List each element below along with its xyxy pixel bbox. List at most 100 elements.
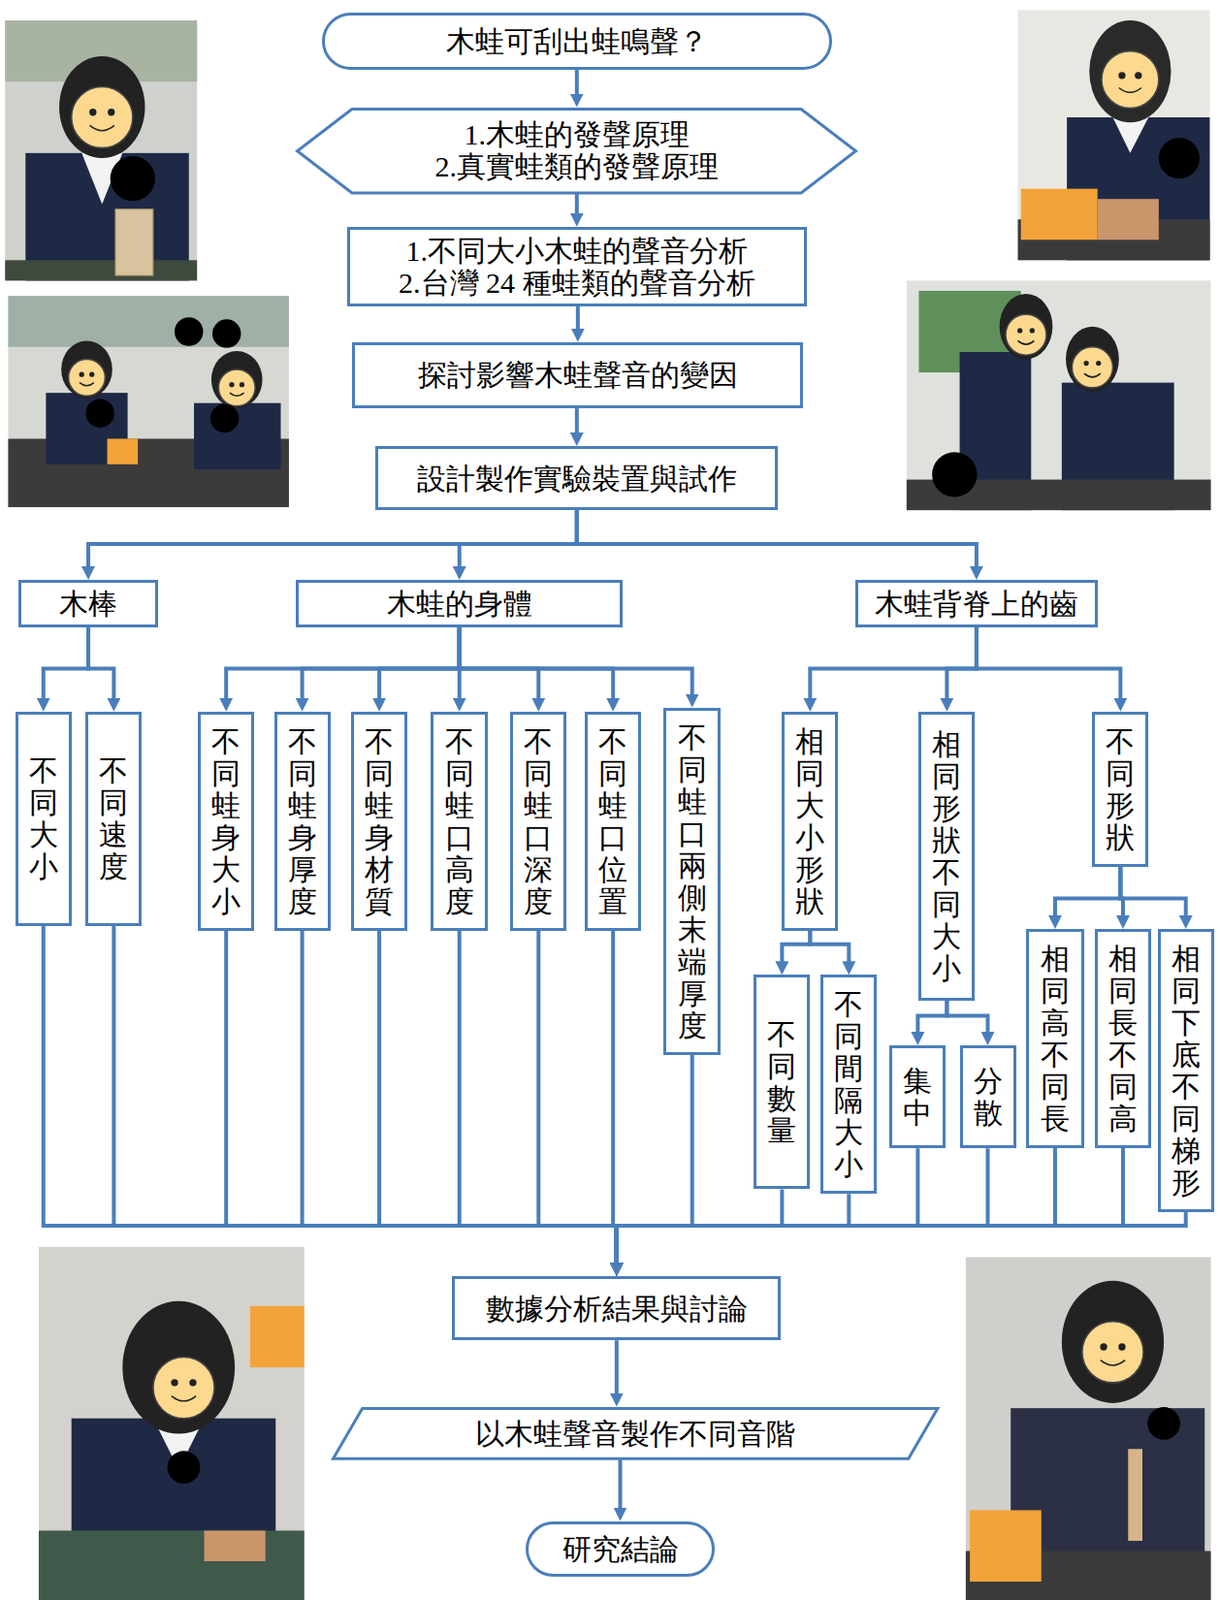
connector <box>225 931 617 1269</box>
connector <box>113 926 616 1269</box>
node-text: 木蛙可刮出蛙鳴聲？ <box>446 25 708 58</box>
photo-face <box>71 86 133 148</box>
photo-mask <box>931 451 977 497</box>
photo-box <box>969 1509 1042 1582</box>
photo-face <box>1101 51 1159 109</box>
photo-face <box>1071 347 1113 388</box>
photo-eye <box>189 1379 196 1386</box>
terminator: 研究結論 <box>525 1521 715 1578</box>
connector <box>225 627 460 705</box>
photo-stick <box>1127 1448 1143 1542</box>
photo-smile <box>1084 373 1101 378</box>
connector <box>43 627 89 705</box>
photo-eye <box>79 372 85 378</box>
photo-smile <box>1100 1360 1125 1366</box>
photo-hair <box>1061 1281 1164 1404</box>
connector <box>917 1000 947 1038</box>
node-text: 數據分析結果與討論 <box>485 1292 748 1325</box>
node-text: 不同速度 <box>98 754 129 883</box>
connector <box>616 1055 693 1269</box>
process-box: 設計製作實驗裝置與試作 <box>375 446 778 511</box>
photo-hair <box>999 293 1054 359</box>
connector <box>459 510 578 573</box>
node-text: 不同形狀 <box>1105 725 1135 854</box>
variable-box: 相同大小形狀 <box>781 711 838 932</box>
connector <box>781 931 810 968</box>
connector <box>302 627 460 705</box>
photo-mask <box>110 156 156 201</box>
photo-face <box>218 369 256 407</box>
node-text: 2.真實蛙類的發聲原理 <box>435 150 720 183</box>
photo-hair <box>61 340 113 398</box>
connector <box>379 931 617 1269</box>
variable-box: 相同高不同長 <box>1026 929 1085 1149</box>
variable-box: 不同蛙身大小 <box>197 711 255 932</box>
terminator: 木蛙可刮出蛙鳴聲？ <box>321 12 833 70</box>
photo-eye <box>170 1379 178 1386</box>
connector <box>616 1212 1187 1269</box>
photo-wood <box>204 1530 266 1562</box>
photo <box>4 20 197 281</box>
node-text: 不同蛙口位置 <box>598 725 628 918</box>
node-outline <box>333 1408 938 1459</box>
connector <box>575 408 579 439</box>
photo-table <box>4 259 197 281</box>
variable-box: 集中 <box>889 1045 946 1149</box>
photo-ground <box>906 280 1212 511</box>
connector <box>459 627 693 701</box>
io-parallelogram: 以木蛙聲音製作不同音階 <box>331 1407 939 1461</box>
preparation-hexagon: 1.木蛙的發聲原理2.真實蛙類的發聲原理 <box>295 107 858 194</box>
connector <box>302 931 617 1269</box>
photo-ground <box>1018 10 1211 261</box>
node-text: 不同蛙口兩側末端厚度 <box>677 721 707 1042</box>
connector <box>459 627 613 705</box>
photo-body <box>193 403 281 470</box>
photo-face <box>1005 314 1047 355</box>
connector <box>809 931 849 968</box>
photo-eye <box>1083 360 1089 366</box>
photo-eye <box>239 382 245 387</box>
process-box: 木蛙的身體 <box>295 579 623 628</box>
node-text: 木蛙的身體 <box>386 587 533 620</box>
photo-eye <box>1029 327 1035 333</box>
connector <box>614 1340 619 1399</box>
node-text: 相同下底不同梯形 <box>1171 942 1201 1199</box>
variable-box: 不同大小 <box>15 711 72 927</box>
photo-window <box>7 295 289 348</box>
variable-box: 相同形狀不同大小 <box>918 711 975 1001</box>
connector <box>618 1459 623 1513</box>
photo-face <box>1082 1321 1144 1383</box>
photo-face <box>153 1357 215 1419</box>
photo <box>1018 10 1211 261</box>
photo-mask <box>210 404 239 433</box>
photo-mask <box>85 398 114 427</box>
connector <box>379 627 460 705</box>
connector <box>809 627 977 705</box>
photo-eye <box>1134 71 1142 79</box>
node-text: 探討影響木蛙聲音的變因 <box>417 358 739 391</box>
process-box: 數據分析結果與討論 <box>451 1276 781 1341</box>
variable-box: 不同蛙口兩側末端厚度 <box>663 707 721 1056</box>
node-text: 木蛙背脊上的齒 <box>874 587 1079 620</box>
process-box: 木棒 <box>18 579 159 628</box>
photo <box>7 295 289 508</box>
node-text: 不同蛙身大小 <box>211 725 241 918</box>
node-outline <box>297 108 857 193</box>
photo-smile <box>171 1396 196 1402</box>
photo-ground <box>7 295 289 508</box>
connector <box>946 627 977 705</box>
photo-collar <box>1112 117 1149 154</box>
node-text: 不同蛙口高度 <box>445 725 475 918</box>
photo-table <box>38 1530 305 1600</box>
photo-hair <box>59 56 145 159</box>
variable-box: 相同長不同高 <box>1094 929 1153 1149</box>
photo-eye <box>228 382 234 387</box>
node-text: 相同大小形狀 <box>795 725 825 918</box>
photo <box>965 1256 1212 1600</box>
photo-hair <box>122 1301 235 1435</box>
connector <box>575 69 579 100</box>
connector <box>1120 866 1186 922</box>
node-text: 研究結論 <box>562 1533 679 1566</box>
photo-box <box>1021 189 1098 241</box>
